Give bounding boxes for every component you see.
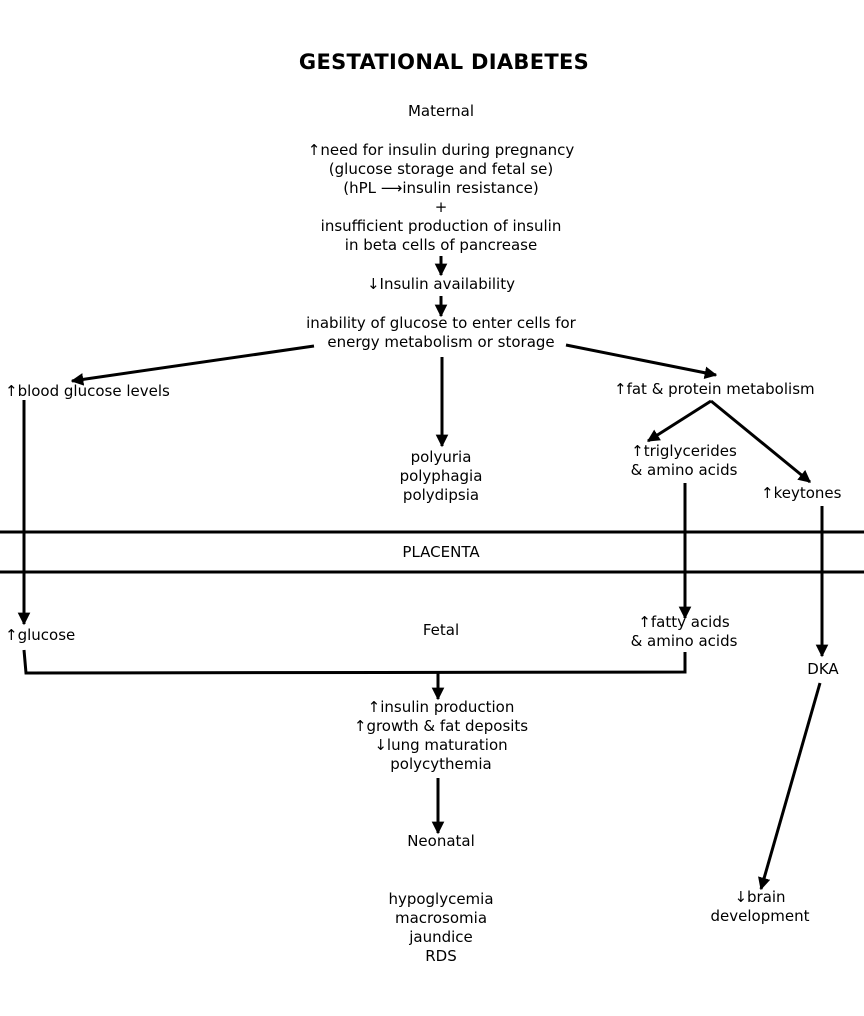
neonatal-effect-item: macrosomia: [394, 909, 488, 927]
neonatal-effect-item: RDS: [425, 947, 457, 965]
neonatal-effect-item: jaundice: [409, 928, 473, 946]
fetal-merge-bracket: [22, 649, 687, 675]
inability-line: energy metabolism or storage: [327, 333, 555, 351]
blood-glucose-node: ↑blood glucose levels: [5, 382, 170, 400]
fatty-acids-line: ↑fatty acids: [638, 613, 730, 631]
section-maternal: Maternal: [407, 102, 474, 120]
fetal-effect-item: ↓lung maturation: [374, 736, 508, 754]
section-neonatal: Neonatal: [407, 832, 475, 850]
cause-line: in beta cells of pancrease: [344, 236, 538, 254]
brain-line: ↓brain: [734, 888, 786, 906]
symptom-item: polydipsia: [402, 486, 480, 504]
fatty-acids-line: & amino acids: [630, 632, 738, 650]
fetal-effect-item: ↑insulin production: [367, 698, 515, 716]
cause-plus: +: [434, 198, 448, 216]
arrow-to-brain: [758, 682, 822, 891]
cause-line: insufficient production of insulin: [320, 217, 562, 235]
cause-line: ↑need for insulin during pregnancy: [307, 141, 575, 159]
inability-line: inability of glucose to enter cells for: [306, 314, 576, 332]
symptom-item: polyuria: [410, 448, 472, 466]
arrow-to-keytones: [710, 399, 811, 484]
neonatal-effect-item: hypoglycemia: [388, 890, 494, 908]
keytones-node: ↑keytones: [761, 484, 842, 502]
cause-line: (glucose storage and fetal se): [328, 160, 554, 178]
symptom-item: polyphagia: [399, 467, 483, 485]
arrow-to-blood-glucose: [70, 344, 315, 386]
section-placenta: PLACENTA: [402, 543, 480, 561]
diagram-title: GESTATIONAL DIABETES: [298, 50, 590, 74]
fetal-effect-item: polycythemia: [390, 755, 492, 773]
triglycerides-line: ↑triglycerides: [631, 442, 737, 460]
insulin-availability-node: ↓Insulin availability: [366, 275, 515, 293]
arrow-to-fat-protein: [565, 343, 718, 379]
fat-protein-node: ↑fat & protein metabolism: [614, 380, 815, 398]
dka-node: DKA: [807, 660, 839, 678]
fetal-glucose-node: ↑glucose: [5, 626, 76, 644]
triglycerides-line: & amino acids: [630, 461, 738, 479]
fetal-effect-item: ↑growth & fat deposits: [353, 717, 529, 735]
cause-line: (hPL ⟶insulin resistance): [343, 179, 539, 197]
brain-line: development: [710, 907, 810, 925]
arrow-to-triglycerides: [646, 399, 712, 443]
section-fetal: Fetal: [422, 621, 460, 639]
